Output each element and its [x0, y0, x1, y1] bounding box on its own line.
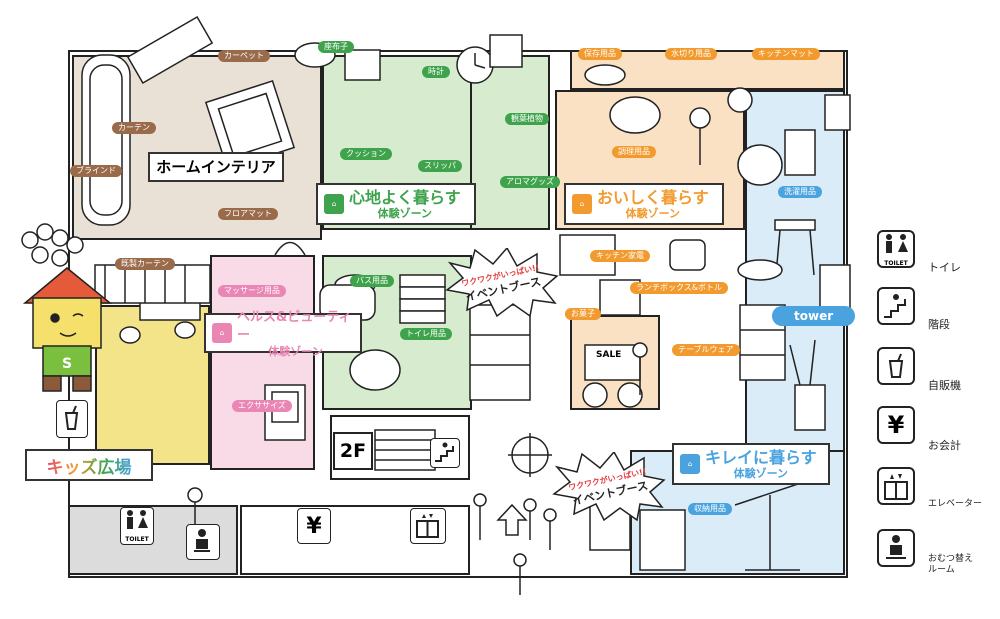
legend-toilet-label: トイレ: [928, 261, 961, 274]
zone-title-clean: ⌂ キレイに暮らす 体験ゾーン: [672, 443, 830, 485]
legend-toilet-icon: TOILET: [877, 230, 915, 268]
label-storage: 収納用品: [688, 503, 732, 515]
comfort-title: 心地よく暮らす: [349, 187, 461, 207]
house-badge-icon: ⌂: [324, 194, 344, 214]
event-booth-burst-top: ワクワクがいっぱい!! イベントブース: [445, 248, 559, 318]
label-slipper: スリッパ: [418, 160, 462, 172]
sale-sign: SALE: [596, 350, 622, 360]
delicious-subtitle: 体験ゾーン: [625, 206, 681, 220]
comfort-subtitle: 体験ゾーン: [377, 206, 433, 220]
vending-machine-icon: [56, 400, 88, 438]
legend-elevator-icon: [877, 467, 915, 505]
label-aroma: アロマグッズ: [500, 176, 560, 188]
legend-yen-label: お会計: [928, 439, 961, 452]
legend-baby-changing-icon: [877, 529, 915, 567]
label-floor-mat: フロアマット: [218, 208, 278, 220]
yen-icon: ¥: [297, 508, 331, 544]
elevator-icon: [410, 508, 446, 544]
label-sweets: お菓子: [565, 308, 601, 320]
zone-title-comfort: ⌂ 心地よく暮らす 体験ゾーン: [316, 183, 476, 225]
health-title: ヘルス&ビューティー: [237, 309, 352, 343]
label-curtain: カーテン: [112, 122, 156, 134]
label-bath: バス用品: [350, 275, 394, 287]
home-interior-title: ホームインテリア: [156, 158, 276, 176]
comfort-floor-right: [470, 55, 550, 230]
legend-elevator-label: エレベーター: [928, 499, 983, 509]
label-water-goods: 水切り用品: [665, 48, 717, 60]
label-futon: 座布子: [318, 41, 354, 53]
label-tower: tower: [772, 306, 856, 326]
label-massage: マッサージ用品: [218, 285, 286, 297]
house-badge-icon: ⌂: [680, 454, 700, 474]
stairs-icon: [430, 438, 460, 468]
health-subtitle: 体験ゾーン: [268, 344, 323, 358]
house-badge-icon: ⌂: [212, 323, 232, 343]
label-lunchbox: ランチボックス&ボトル: [630, 282, 728, 294]
label-exercise: エクササイズ: [232, 400, 292, 412]
legend-baby-changing-label: おむつ替え ルーム: [928, 554, 974, 575]
kids-title: キッズ広場: [47, 453, 132, 478]
baby-changing-icon: [186, 524, 220, 560]
fixture-sketches: [21, 15, 851, 595]
event-booth-burst-bottom: ワクワクがいっぱい!! イベントブース: [552, 452, 666, 522]
label-kitchen-storage: キッチン家電: [590, 250, 650, 262]
label-storage-goods: 保存用品: [578, 48, 622, 60]
label-carpet: カーペット: [218, 50, 270, 62]
clean-subtitle: 体験ゾーン: [733, 466, 789, 480]
label-laundry: 洗濯用品: [778, 186, 822, 198]
toilet-caption: TOILET: [125, 536, 149, 543]
legend-yen-icon: ¥: [877, 406, 915, 444]
label-kitchen-mat: キッチンマット: [752, 48, 820, 60]
label-clock: 時計: [422, 66, 450, 78]
legend-toilet-caption: TOILET: [884, 260, 908, 267]
delicious-title: おいしく暮らす: [597, 187, 709, 207]
label-finished-curtain: 既製カーテン: [115, 258, 175, 270]
zone-title-kids: キッズ広場: [25, 449, 153, 481]
zone-title-health: ⌂ ヘルス&ビューティー 体験ゾーン: [204, 310, 362, 358]
legend-yen-glyph: ¥: [887, 411, 905, 439]
label-tableware: テーブルウェア: [672, 344, 740, 356]
floor-map: S カーペット カーテン ブラインド フロアマット 既製カーテン 座布子 時計 …: [21, 15, 856, 595]
label-toilet-goods: トイレ用品: [400, 328, 452, 340]
zone-title-home-interior: ホームインテリア: [148, 152, 284, 182]
toilet-icon: TOILET: [120, 507, 154, 545]
label-plants: 観葉植物: [505, 113, 549, 125]
floor-indicator: 2F: [333, 432, 373, 470]
label-cushion: クッション: [340, 148, 392, 160]
legend-vending-machine-label: 自販機: [928, 379, 961, 392]
zone-title-delicious: ⌂ おいしく暮らす 体験ゾーン: [564, 183, 724, 225]
house-badge-icon: ⌂: [572, 194, 592, 214]
legend-stairs-label: 階段: [928, 318, 950, 331]
label-blind: ブラインド: [70, 165, 122, 177]
legend-vending-machine-icon: [877, 347, 915, 385]
clean-title: キレイに暮らす: [705, 447, 817, 467]
mascot-letter: S: [62, 356, 72, 372]
legend-stairs-icon: [877, 287, 915, 325]
label-cooking: 調理用品: [612, 146, 656, 158]
mascot-character: S: [22, 267, 113, 392]
